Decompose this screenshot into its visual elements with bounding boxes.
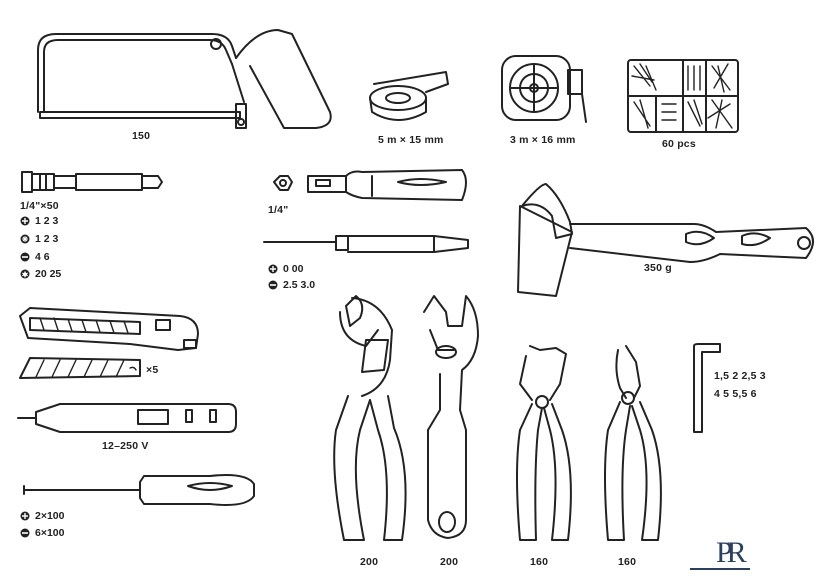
water-pump-pliers-icon <box>333 295 407 541</box>
bit-holder-screwdriver-icon <box>273 169 467 201</box>
tape-measure-icon <box>501 55 587 123</box>
screwdriver-spec-phillips: 2×100 <box>20 510 65 522</box>
water-pump-pliers-label: 200 <box>360 556 379 568</box>
combination-pliers-icon <box>516 345 572 541</box>
brand-underline <box>690 568 750 570</box>
phillips-icon <box>20 511 30 521</box>
slotted-icon <box>20 528 30 538</box>
tester-label: 12–250 V <box>102 440 149 452</box>
torx-icon <box>20 269 30 279</box>
adjustable-wrench-label: 200 <box>440 556 459 568</box>
slotted-icon <box>20 252 30 262</box>
bits-spec-pozidriv: 1 2 3 <box>20 233 58 245</box>
organizer-label: 60 pcs <box>662 138 696 150</box>
phillips-icon <box>268 264 278 274</box>
bits-spec-slotted: 4 6 <box>20 251 50 263</box>
insulation-tape-icon <box>369 71 449 121</box>
knife-blades-icon <box>19 357 141 379</box>
pozidriv-icon <box>20 234 30 244</box>
precision-spec-slotted: 2.5 3.0 <box>268 279 315 291</box>
screwdriver-bits-icon <box>21 171 163 193</box>
claw-hammer-icon <box>517 183 814 297</box>
utility-knife-icon <box>19 307 199 351</box>
combination-pliers-label: 160 <box>530 556 549 568</box>
hex-keys-line1: 1,5 2 2,5 3 <box>714 370 766 382</box>
screwdriver-spec-slotted: 6×100 <box>20 527 65 539</box>
diagonal-cutter-icon <box>604 345 662 541</box>
hammer-label: 350 g <box>644 262 672 274</box>
phillips-icon <box>20 216 30 226</box>
diagonal-cutter-label: 160 <box>618 556 637 568</box>
bits-size-label: 1/4"×50 <box>20 200 59 212</box>
hacksaw-label: 150 <box>132 130 151 142</box>
bits-spec-phillips: 1 2 3 <box>20 215 58 227</box>
organizer-box-icon <box>627 59 739 133</box>
tape-label: 5 m × 15 mm <box>378 134 444 146</box>
blades-label: ×5 <box>146 364 159 376</box>
slotted-icon <box>268 280 278 290</box>
brand-logo: PR <box>716 536 747 569</box>
precision-screwdriver-icon <box>263 235 469 253</box>
screwdriver-icon <box>23 474 255 506</box>
measure-label: 3 m × 16 mm <box>510 134 576 146</box>
hacksaw-icon <box>37 29 332 129</box>
precision-spec-phillips: 0 00 <box>268 263 303 275</box>
voltage-tester-icon <box>17 403 237 433</box>
adjustable-wrench-icon <box>423 295 479 539</box>
bit-holder-label: 1/4" <box>268 204 289 216</box>
hex-keys-line2: 4 5 5,5 6 <box>714 388 757 400</box>
hex-key-icon <box>693 343 721 433</box>
bits-spec-torx: 20 25 <box>20 268 61 280</box>
